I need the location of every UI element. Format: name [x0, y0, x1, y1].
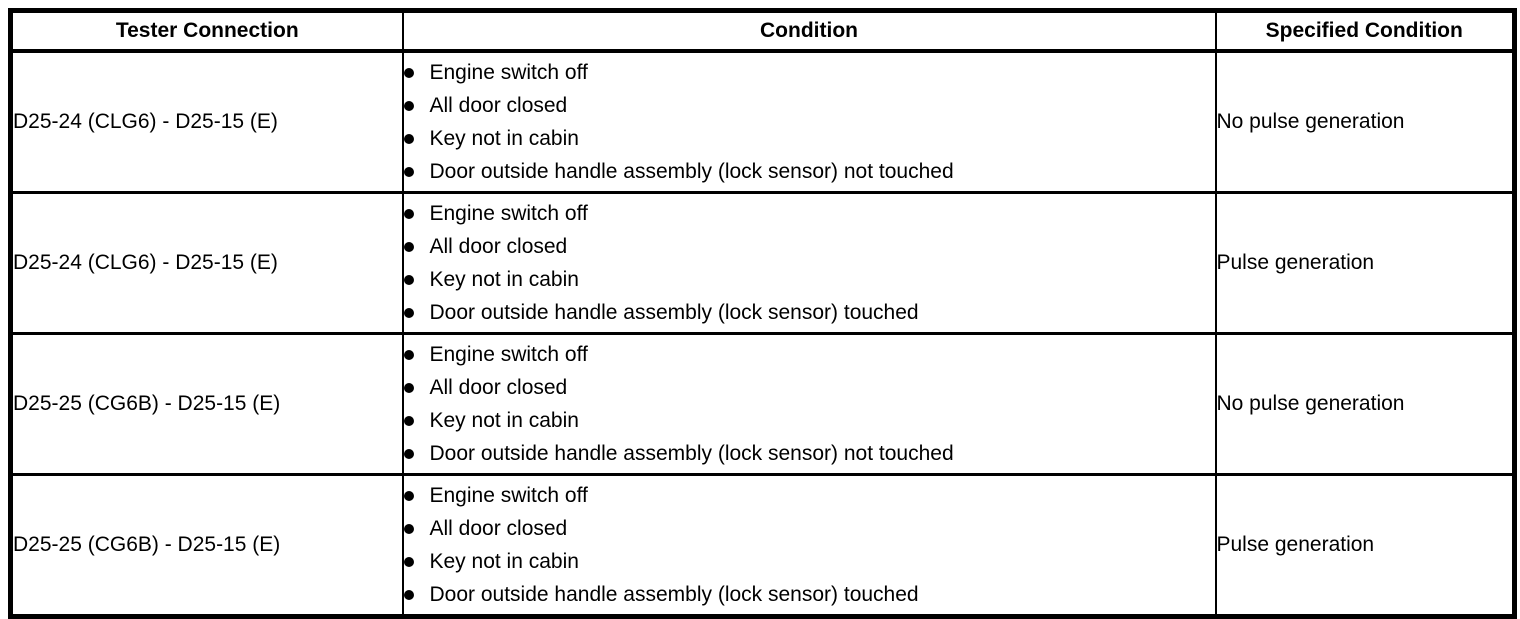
bullet-icon: [403, 556, 414, 567]
condition-cell: Engine switch off All door closed Key no…: [401, 191, 1217, 335]
condition-cell: Engine switch off All door closed Key no…: [401, 332, 1217, 476]
header-row: Tester Connection Condition Specified Co…: [9, 9, 1516, 53]
tester-connection-cell: D25-25 (CG6B) - D25-15 (E): [9, 332, 404, 476]
condition-item: Door outside handle assembly (lock senso…: [403, 155, 1215, 188]
condition-list: Engine switch off All door closed Key no…: [403, 338, 1215, 470]
condition-cell: Engine switch off All door closed Key no…: [401, 49, 1217, 194]
condition-text: Key not in cabin: [429, 268, 579, 291]
condition-item: All door closed: [403, 371, 1215, 404]
bullet-icon: [403, 133, 414, 144]
specified-condition-table: Tester Connection Condition Specified Co…: [8, 8, 1517, 619]
condition-item: Key not in cabin: [403, 545, 1215, 578]
condition-list: Engine switch off All door closed Key no…: [403, 479, 1215, 611]
table-row: D25-24 (CLG6) - D25-15 (E) Engine switch…: [9, 49, 1516, 194]
condition-text: Key not in cabin: [429, 409, 579, 432]
condition-list: Engine switch off All door closed Key no…: [403, 56, 1215, 188]
condition-list: Engine switch off All door closed Key no…: [403, 197, 1215, 329]
bullet-icon: [403, 589, 414, 600]
condition-text: Key not in cabin: [429, 127, 579, 150]
condition-text: All door closed: [429, 376, 568, 399]
condition-item: Engine switch off: [403, 479, 1215, 512]
bullet-icon: [403, 67, 414, 78]
column-header-condition: Condition: [401, 9, 1217, 53]
table-row: D25-24 (CLG6) - D25-15 (E) Engine switch…: [9, 191, 1516, 335]
condition-item: All door closed: [403, 230, 1215, 263]
condition-text: Key not in cabin: [429, 550, 579, 573]
tester-connection-cell: D25-24 (CLG6) - D25-15 (E): [9, 49, 404, 194]
column-header-tester-connection: Tester Connection: [9, 9, 404, 53]
condition-item: Key not in cabin: [403, 263, 1215, 296]
condition-text: All door closed: [429, 517, 568, 540]
condition-text: Door outside handle assembly (lock senso…: [429, 160, 954, 183]
bullet-icon: [403, 307, 414, 318]
bullet-icon: [403, 448, 414, 459]
bullet-icon: [403, 241, 414, 252]
tester-connection-cell: D25-25 (CG6B) - D25-15 (E): [9, 473, 404, 618]
condition-item: Key not in cabin: [403, 404, 1215, 437]
specified-condition-cell: Pulse generation: [1214, 191, 1516, 335]
condition-text: Engine switch off: [429, 61, 588, 84]
condition-item: Engine switch off: [403, 197, 1215, 230]
tester-connection-cell: D25-24 (CLG6) - D25-15 (E): [9, 191, 404, 335]
condition-cell: Engine switch off All door closed Key no…: [401, 473, 1217, 618]
bullet-icon: [403, 523, 414, 534]
condition-item: Key not in cabin: [403, 122, 1215, 155]
condition-item: Engine switch off: [403, 338, 1215, 371]
table-row: D25-25 (CG6B) - D25-15 (E) Engine switch…: [9, 473, 1516, 618]
bullet-icon: [403, 382, 414, 393]
condition-text: Door outside handle assembly (lock senso…: [429, 583, 919, 606]
bullet-icon: [403, 100, 414, 111]
bullet-icon: [403, 349, 414, 360]
condition-text: Engine switch off: [429, 343, 588, 366]
bullet-icon: [403, 490, 414, 501]
condition-text: Door outside handle assembly (lock senso…: [429, 301, 919, 324]
bullet-icon: [403, 415, 414, 426]
specified-condition-cell: No pulse generation: [1214, 49, 1516, 194]
condition-item: All door closed: [403, 512, 1215, 545]
column-header-specified-condition: Specified Condition: [1214, 9, 1516, 53]
condition-item: Door outside handle assembly (lock senso…: [403, 578, 1215, 611]
condition-text: Engine switch off: [429, 484, 588, 507]
table-row: D25-25 (CG6B) - D25-15 (E) Engine switch…: [9, 332, 1516, 476]
condition-item: Door outside handle assembly (lock senso…: [403, 296, 1215, 329]
condition-item: All door closed: [403, 89, 1215, 122]
condition-text: All door closed: [429, 94, 568, 117]
condition-item: Door outside handle assembly (lock senso…: [403, 437, 1215, 470]
bullet-icon: [403, 208, 414, 219]
condition-item: Engine switch off: [403, 56, 1215, 89]
condition-text: All door closed: [429, 235, 568, 258]
condition-text: Door outside handle assembly (lock senso…: [429, 442, 954, 465]
bullet-icon: [403, 274, 414, 285]
condition-text: Engine switch off: [429, 202, 588, 225]
specified-condition-cell: No pulse generation: [1214, 332, 1516, 476]
bullet-icon: [403, 166, 414, 177]
specified-condition-cell: Pulse generation: [1214, 473, 1516, 618]
